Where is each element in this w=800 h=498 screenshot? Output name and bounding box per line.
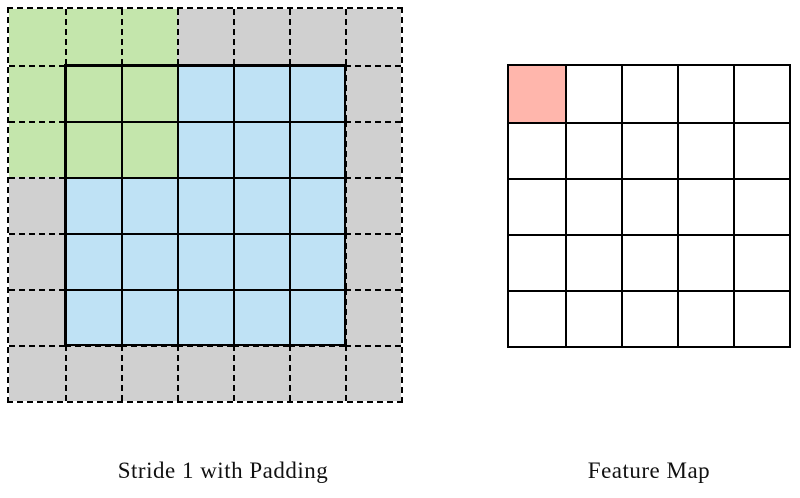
padding-cell [9, 289, 65, 345]
padding-cell [345, 9, 401, 65]
padding-cell [345, 65, 401, 121]
padding-cell [121, 345, 177, 401]
feature-map-label: Feature Map [587, 458, 711, 483]
kernel-overlay-cell [121, 9, 177, 65]
feature-map-cell [509, 178, 565, 234]
kernel-overlay-cell [121, 65, 177, 121]
input-cell [121, 177, 177, 233]
kernel-overlay-cell [9, 9, 65, 65]
input-cell [177, 233, 233, 289]
padding-cell [9, 345, 65, 401]
feature-map-cell [733, 234, 789, 290]
padding-cell [345, 345, 401, 401]
padding-cell [345, 233, 401, 289]
input-cell [233, 289, 289, 345]
padding-cell [177, 9, 233, 65]
input-cell [289, 233, 345, 289]
padding-cell [233, 345, 289, 401]
input-cell [289, 121, 345, 177]
padding-cell [233, 9, 289, 65]
feature-map-cell [565, 122, 621, 178]
padding-cell [345, 121, 401, 177]
feature-map-cell [621, 290, 677, 346]
feature-map-cell [677, 66, 733, 122]
feature-map-cell [733, 178, 789, 234]
input-cell [177, 121, 233, 177]
input-cell [177, 289, 233, 345]
input-cell [289, 289, 345, 345]
input-cell [177, 177, 233, 233]
feature-map-cell [677, 290, 733, 346]
kernel-overlay-cell [121, 121, 177, 177]
feature-map-cell [733, 290, 789, 346]
input-cell [65, 289, 121, 345]
feature-map-highlight-cell [509, 66, 565, 122]
feature-map-cell [565, 290, 621, 346]
stride-padding-grid [7, 7, 403, 403]
feature-map-cell [621, 66, 677, 122]
feature-map-cell [621, 178, 677, 234]
feature-map-cell [621, 122, 677, 178]
input-cell [233, 177, 289, 233]
input-cell [65, 233, 121, 289]
input-cell [233, 121, 289, 177]
padding-cell [65, 345, 121, 401]
feature-map-cell [677, 234, 733, 290]
kernel-overlay-cell [9, 65, 65, 121]
kernel-overlay-cell [65, 121, 121, 177]
stride-padding-label: Stride 1 with Padding [117, 458, 329, 483]
padding-cell [345, 289, 401, 345]
padding-cell [9, 233, 65, 289]
feature-map-cell [677, 122, 733, 178]
input-cell [289, 177, 345, 233]
padding-cell [289, 9, 345, 65]
input-cell [289, 65, 345, 121]
padding-cell [289, 345, 345, 401]
feature-map-cell [733, 122, 789, 178]
feature-map-grid [507, 64, 791, 348]
input-cell [177, 65, 233, 121]
input-cell [233, 65, 289, 121]
kernel-overlay-cell [9, 121, 65, 177]
input-cell [233, 233, 289, 289]
kernel-overlay-cell [65, 9, 121, 65]
input-cell [121, 289, 177, 345]
padding-cell [177, 345, 233, 401]
feature-map-cell [565, 234, 621, 290]
input-cell [65, 177, 121, 233]
feature-map-cell [509, 290, 565, 346]
feature-map-cell [733, 66, 789, 122]
feature-map-cell [677, 178, 733, 234]
feature-map-cell [565, 66, 621, 122]
feature-map-cell [565, 178, 621, 234]
feature-map-cell [509, 122, 565, 178]
feature-map-cell [509, 234, 565, 290]
padding-cell [9, 177, 65, 233]
feature-map-cell [621, 234, 677, 290]
input-cell [121, 233, 177, 289]
padding-cell [345, 177, 401, 233]
kernel-overlay-cell [65, 65, 121, 121]
